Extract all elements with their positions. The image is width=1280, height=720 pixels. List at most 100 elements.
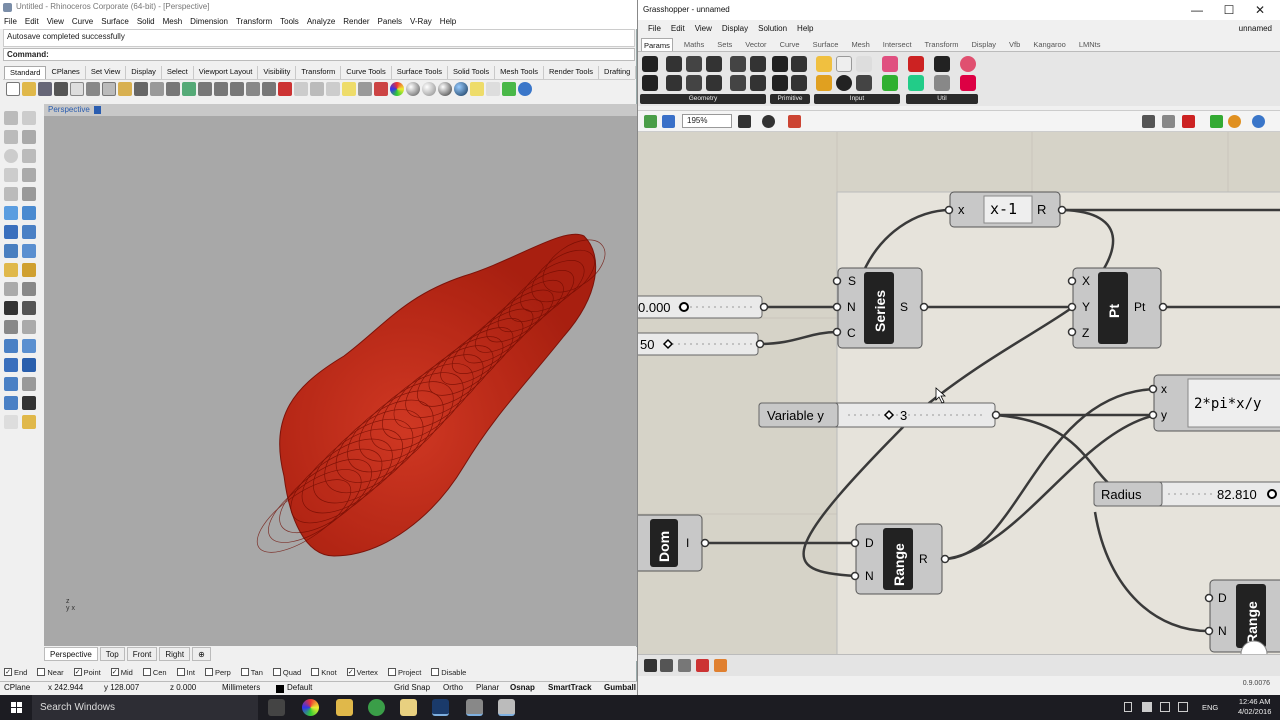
menu-panels[interactable]: Panels xyxy=(377,17,402,26)
sun-icon[interactable] xyxy=(470,82,484,96)
vector-param-icon[interactable] xyxy=(666,75,682,91)
menu-mesh[interactable]: Mesh xyxy=(162,17,183,26)
slider-variable-y[interactable]: Variable y 3 xyxy=(758,402,1001,428)
text-param-icon[interactable] xyxy=(791,75,807,91)
flask-icon[interactable] xyxy=(960,75,976,91)
tab-visibility[interactable]: Visibility xyxy=(258,66,297,79)
ghtab-intersect[interactable]: Intersect xyxy=(882,40,912,49)
menu-analyze[interactable]: Analyze xyxy=(306,17,336,26)
command-prompt[interactable]: Command: xyxy=(3,48,635,61)
zoom-icon[interactable] xyxy=(182,82,196,96)
tab-standard[interactable]: Standard xyxy=(4,66,47,79)
tab-mesh-tools[interactable]: Mesh Tools xyxy=(495,66,544,79)
osnap-checkbox[interactable]: ✓ xyxy=(73,668,82,676)
gh-menu-solution[interactable]: Solution xyxy=(758,24,788,33)
mesh-icon[interactable] xyxy=(22,244,36,258)
freeform-icon[interactable] xyxy=(22,187,36,201)
eye-icon[interactable] xyxy=(762,115,775,128)
viewport-menu-icon[interactable] xyxy=(94,106,101,114)
box-param-icon[interactable] xyxy=(750,56,766,72)
light-icon[interactable] xyxy=(486,82,500,96)
add-icon[interactable] xyxy=(678,659,691,672)
layer-icon[interactable] xyxy=(374,82,388,96)
gh-menu-display[interactable]: Display xyxy=(721,24,749,33)
render-blue-icon[interactable] xyxy=(454,82,468,96)
edit-icon[interactable] xyxy=(22,263,36,277)
surface-param-icon[interactable] xyxy=(686,75,702,91)
check-icon[interactable] xyxy=(22,396,36,410)
view-icon[interactable] xyxy=(294,82,308,96)
analyze-icon[interactable] xyxy=(4,396,18,410)
zoom-extents-icon[interactable] xyxy=(214,82,228,96)
perspective-viewport[interactable] xyxy=(44,116,637,646)
tab-curve-tools[interactable]: Curve Tools xyxy=(341,66,392,79)
scale-icon[interactable] xyxy=(4,358,18,372)
chrome-icon[interactable] xyxy=(302,699,319,716)
group-util[interactable]: Util xyxy=(906,94,978,104)
battery-icon[interactable] xyxy=(1142,702,1152,712)
select-icon[interactable] xyxy=(310,82,324,96)
lock-icon[interactable] xyxy=(358,82,372,96)
status-gumball[interactable]: Gumball xyxy=(604,683,637,692)
select-arrow-icon[interactable] xyxy=(4,111,18,125)
tab-render-tools[interactable]: Render Tools xyxy=(544,66,600,79)
status-layer[interactable]: Default xyxy=(287,683,313,692)
shaded-sphere-icon[interactable] xyxy=(422,82,436,96)
save-file-icon[interactable] xyxy=(662,115,675,128)
render-sphere-icon[interactable] xyxy=(406,82,420,96)
panel-input-icon[interactable] xyxy=(816,56,832,72)
network-icon[interactable] xyxy=(1160,702,1170,712)
tab-transform[interactable]: Transform xyxy=(296,66,342,79)
box-icon[interactable] xyxy=(4,225,18,239)
osnap-checkbox[interactable]: ✓ xyxy=(346,668,355,676)
vptab-front[interactable]: Front xyxy=(126,647,158,661)
boolean-param-icon[interactable] xyxy=(772,56,788,72)
app-folder-icon[interactable] xyxy=(400,699,417,716)
tab-viewport-layout[interactable]: Viewport Layout xyxy=(194,66,259,79)
solid-icon[interactable] xyxy=(22,225,36,239)
osnap-checkbox[interactable] xyxy=(387,668,396,676)
osnap-checkbox[interactable]: ✓ xyxy=(110,668,119,676)
surface-icon[interactable] xyxy=(4,206,18,220)
tool-icon[interactable] xyxy=(502,82,516,96)
osnap-near[interactable]: Near xyxy=(37,668,64,677)
light-bulb-icon[interactable] xyxy=(342,82,356,96)
vptab-top[interactable]: Top xyxy=(99,647,125,661)
offset-icon[interactable] xyxy=(4,320,18,334)
ghtab-curve[interactable]: Curve xyxy=(779,40,800,49)
ghtab-mesh[interactable]: Mesh xyxy=(851,40,870,49)
point-param-icon[interactable] xyxy=(666,56,682,72)
ghtab-vector[interactable]: Vector xyxy=(745,40,767,49)
osnap-checkbox[interactable] xyxy=(142,668,151,676)
slider-count[interactable]: 50 xyxy=(638,332,765,356)
range-node-2[interactable]: D N Range xyxy=(1204,579,1280,653)
app-green-icon[interactable] xyxy=(368,699,385,716)
properties-icon[interactable] xyxy=(326,82,340,96)
sketch-pen-icon[interactable] xyxy=(788,115,801,128)
group-geometry[interactable]: Geometry xyxy=(640,94,766,104)
slider-radius[interactable]: Radius 82.810 xyxy=(1093,481,1280,507)
tab-select[interactable]: Select xyxy=(162,66,194,79)
cplane-icon[interactable] xyxy=(278,82,292,96)
plane-param-icon[interactable] xyxy=(686,56,702,72)
status-ortho[interactable]: Ortho xyxy=(443,683,464,692)
status-grid-snap[interactable]: Grid Snap xyxy=(394,683,431,692)
move-icon[interactable] xyxy=(4,339,18,353)
tab-set-view[interactable]: Set View xyxy=(86,66,127,79)
color-wheel-input-icon[interactable] xyxy=(882,75,898,91)
ghtab-vfb[interactable]: Vfb xyxy=(1009,40,1021,49)
relay-icon[interactable] xyxy=(934,75,950,91)
viewport-label[interactable]: Perspective xyxy=(48,105,90,114)
menu-tools[interactable]: Tools xyxy=(280,17,299,26)
print-icon[interactable] xyxy=(54,82,68,96)
osnap-checkbox[interactable] xyxy=(431,668,440,676)
osnap-int[interactable]: Int xyxy=(176,668,195,677)
maximize-button[interactable]: ☐ xyxy=(1223,3,1235,17)
zoom-window-icon[interactable] xyxy=(198,82,212,96)
cluster-icon[interactable] xyxy=(908,75,924,91)
arc-icon[interactable] xyxy=(22,149,36,163)
paste-icon[interactable] xyxy=(118,82,132,96)
language-indicator[interactable]: ENG xyxy=(1202,703,1219,712)
circle-icon[interactable] xyxy=(4,149,18,163)
mirror-icon[interactable] xyxy=(22,358,36,372)
